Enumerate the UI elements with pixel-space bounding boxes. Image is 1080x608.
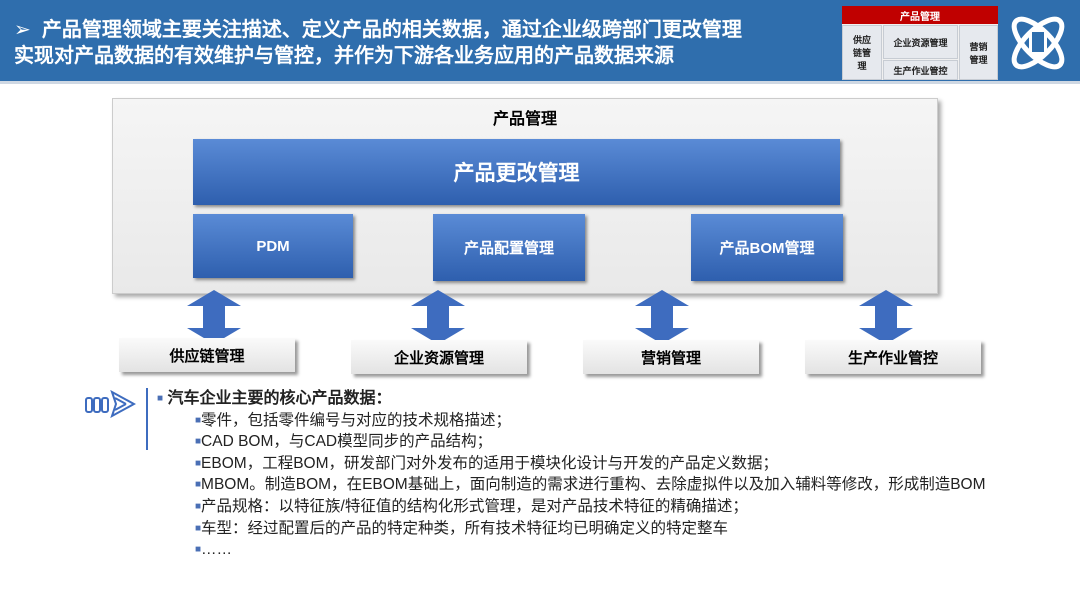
title-line-1: 产品管理领域主要关注描述、定义产品的相关数据，通过企业级跨部门更改管理 <box>41 19 742 41</box>
double-arrow-icon <box>187 290 241 344</box>
mini-supply: 供应链管理 <box>842 25 882 80</box>
erp-box: 企业资源管理 <box>351 340 527 374</box>
double-arrow-icon <box>411 290 465 344</box>
striped-arrow-icon <box>85 390 136 418</box>
mini-title: 产品管理 <box>842 6 998 24</box>
list-item: ■MBOM。制造BOM，在EBOM基础上，面向制造的需求进行重构、去除虚拟件以及… <box>195 476 986 494</box>
mini-erp: 企业资源管理 <box>883 25 958 59</box>
list-item: ■EBOM，工程BOM，研发部门对外发布的适用于模块化设计与开发的产品定义数据； <box>195 454 779 472</box>
supply-chain-box: 供应链管理 <box>119 338 295 372</box>
mini-diagram: 产品管理 供应链管理 企业资源管理 生产作业管控 营销管理 <box>842 6 998 80</box>
production-box: 生产作业管控 <box>805 340 981 374</box>
header-banner: ➢ 产品管理领域主要关注描述、定义产品的相关数据，通过企业级跨部门更改管理实现对… <box>0 0 1080 84</box>
product-management-panel: 产品管理 产品更改管理 PDM 产品配置管理 产品BOM管理 <box>112 98 938 294</box>
panel-title: 产品管理 <box>492 111 557 128</box>
double-arrow-icon <box>635 290 689 344</box>
list-item: ■产品规格：以特征族/特征值的结构化形式管理，是对产品技术特征的精确描述； <box>195 498 748 516</box>
mini-marketing: 营销管理 <box>959 25 998 80</box>
divider-line <box>146 388 148 450</box>
product-change-box: 产品更改管理 <box>193 139 840 205</box>
double-arrow-icon <box>859 290 913 344</box>
bullet-icon: ➢ <box>14 19 31 41</box>
list-heading: 汽车企业主要的核心产品数据： <box>167 390 392 407</box>
pdm-box: PDM <box>193 214 353 278</box>
list-item: ■车型：经过配置后的产品的特定种类，所有技术特征均已明确定义的特定整车 <box>195 519 729 537</box>
mobile-atom-logo-icon <box>1011 16 1065 70</box>
header-title: ➢ 产品管理领域主要关注描述、定义产品的相关数据，通过企业级跨部门更改管理实现对… <box>14 17 742 69</box>
title-line-2: 实现对产品数据的有效维护与管控，并作为下游各业务应用的产品数据来源 <box>14 45 674 67</box>
bullet-icon: ■ <box>157 393 164 405</box>
bom-box: 产品BOM管理 <box>691 214 843 281</box>
list-item: ■零件，包括零件编号与对应的技术规格描述； <box>195 411 512 429</box>
mini-mes: 生产作业管控 <box>883 60 958 80</box>
marketing-box: 营销管理 <box>583 340 759 374</box>
config-box: 产品配置管理 <box>433 214 585 281</box>
core-data-list: ■ 汽车企业主要的核心产品数据： ■零件，包括零件编号与对应的技术规格描述； ■… <box>157 388 1037 561</box>
list-item: ■CAD BOM，与CAD模型同步的产品结构； <box>195 433 493 451</box>
list-item: ■…… <box>195 541 233 559</box>
